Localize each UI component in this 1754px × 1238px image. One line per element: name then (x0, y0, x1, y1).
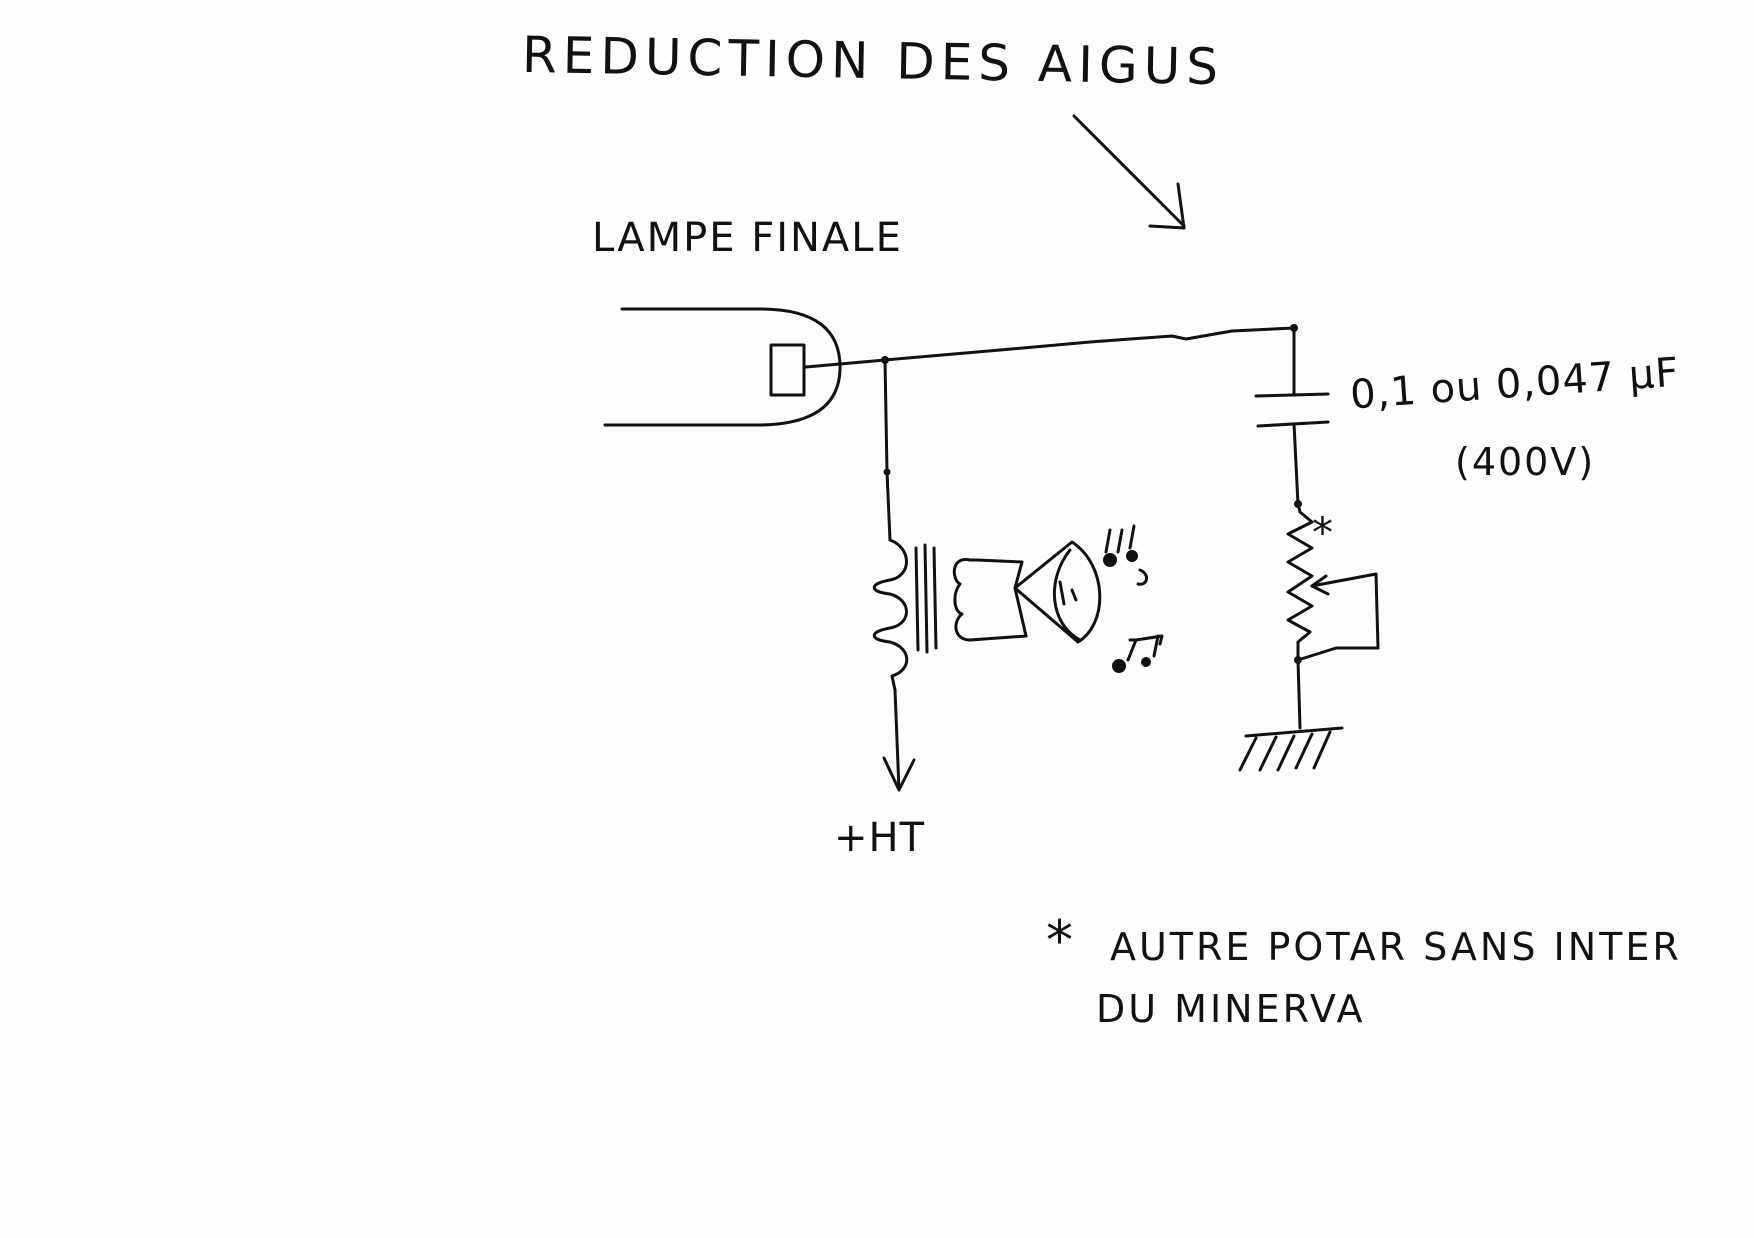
loudspeaker-symbol (1013, 540, 1102, 644)
transformer-core-line-1 (914, 546, 920, 652)
plate-wire (804, 326, 1296, 369)
transformer-lead-wire (883, 358, 889, 474)
diagram-title: REDUCTION DES AIGUS (521, 25, 1225, 97)
transformer-primary-coil (872, 538, 909, 692)
transformer-secondary-coil (952, 558, 972, 642)
potentiometer-zigzag (1286, 502, 1314, 662)
potentiometer-symbol (1286, 502, 1380, 730)
transformer-core-line-3 (932, 546, 938, 650)
title-arrow (1072, 114, 1186, 230)
hv-supply-label: +HT (834, 815, 926, 861)
transformer-core-line-2 (923, 543, 929, 654)
tube-label: LAMPE FINALE (592, 215, 903, 261)
footnote-asterisk: * (1046, 909, 1073, 972)
footnote-line-1: AUTRE POTAR SANS INTER (1110, 925, 1682, 969)
capacitor-symbol (1254, 326, 1330, 508)
tube-plate (769, 343, 806, 397)
potentiometer-wiper (1310, 572, 1378, 588)
hv-supply-arrow (882, 688, 916, 792)
footnote-line-2: DU MINERVA (1096, 987, 1366, 1031)
capacitor-voltage-label: (400V) (1455, 440, 1596, 484)
music-notes-icon (1103, 524, 1164, 673)
output-transformer-branch (872, 358, 1028, 692)
potentiometer-asterisk: * (1312, 508, 1333, 557)
capacitor-plate-top (1254, 392, 1330, 398)
output-tube-symbol (603, 307, 842, 427)
ground-symbol (1238, 726, 1344, 772)
